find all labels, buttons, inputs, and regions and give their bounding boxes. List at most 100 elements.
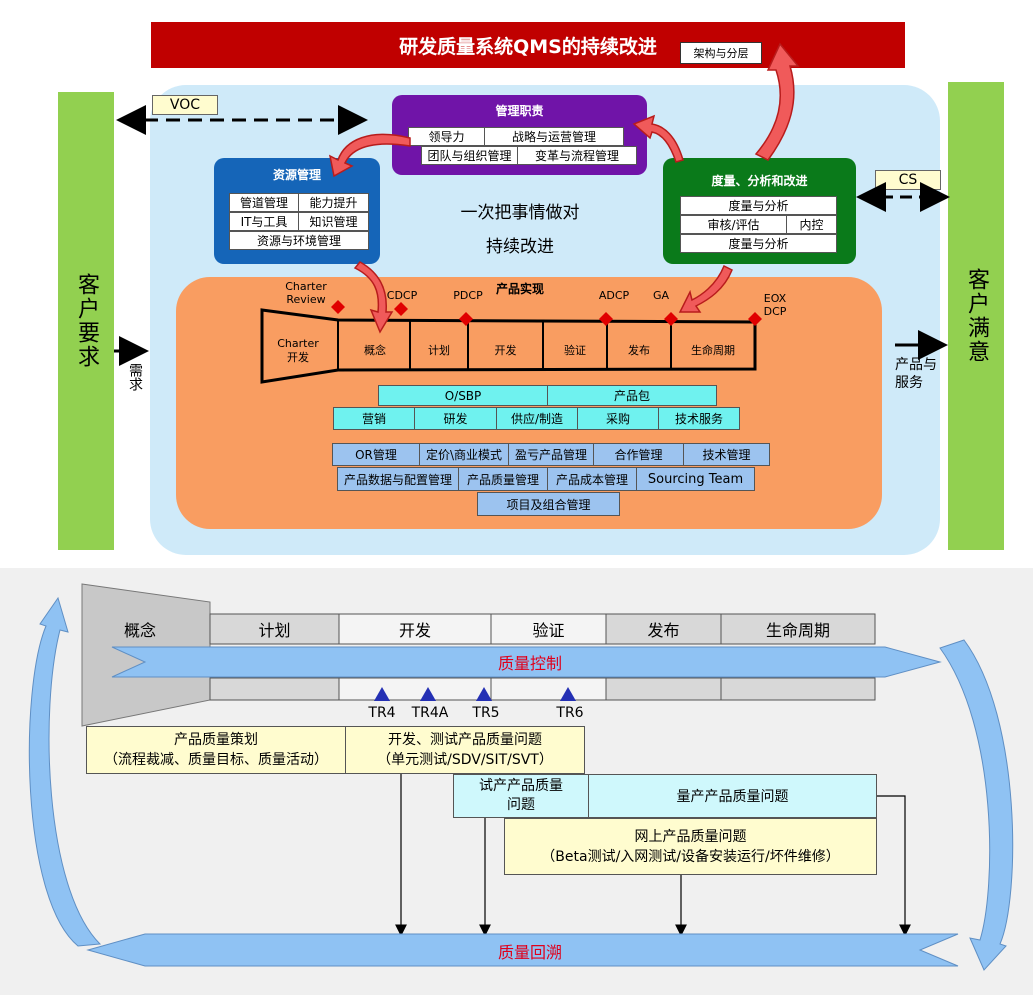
- quality-planning-detail: （流程裁减、质量目标、质量活动）: [104, 752, 328, 768]
- pr-row2-cell: 采购: [577, 407, 659, 430]
- mgmt-title: 管理职责: [495, 103, 544, 118]
- pr-row4-cell: 产品质量管理: [458, 467, 548, 491]
- center-line-1: 一次把事情做对: [460, 202, 580, 223]
- lower-phase-label: 生命周期: [765, 621, 830, 640]
- decision-label: PDCP: [453, 288, 483, 302]
- pr-row1-cell: O/SBP: [378, 385, 548, 406]
- phase-label: Charter 开发: [277, 337, 319, 364]
- decision-label: Charter Review: [285, 280, 327, 306]
- diamond-icon: [599, 312, 613, 326]
- measure-cell: 内控: [786, 215, 837, 234]
- phase-label: 开发: [494, 344, 517, 357]
- diamond-icon: [748, 312, 762, 326]
- product-service-label: 产品与服务: [895, 357, 937, 391]
- customer-requirement-bar: 客户要求: [58, 92, 114, 550]
- mgmt-cell: 领导力: [408, 127, 485, 146]
- trace-back-arrow: [86, 933, 959, 967]
- measure-title: 度量、分析和改进: [711, 173, 808, 188]
- mass-production-box: 量产产品质量问题: [588, 774, 877, 818]
- trial-box: 试产产品质量 问题: [453, 774, 589, 818]
- triangle-icon: [420, 687, 436, 701]
- lower-phase-label: 计划: [258, 621, 291, 640]
- quality-control-label: 质量控制: [497, 654, 562, 673]
- curved-arrow-icon: [678, 264, 733, 313]
- dev-test-box: 开发、测试产品质量问题 （单元测试/SDV/SIT/SVT）: [345, 726, 585, 774]
- quality-control-arrow: [111, 646, 942, 678]
- curved-arrow-icon: [754, 42, 800, 161]
- decision-label: CDCP: [386, 288, 418, 302]
- tr-label: TR5: [472, 705, 500, 721]
- quality-planning-title: 产品质量策划: [174, 732, 258, 748]
- curved-arrow-icon: [632, 114, 684, 163]
- tr-label: TR4: [368, 705, 396, 721]
- curved-arrow-icon: [328, 133, 411, 178]
- online-detail: （Beta测试/入网测试/设备安装运行/坏件维修）: [541, 848, 840, 865]
- lower-phase-label: 发布: [647, 621, 680, 640]
- dev-test-detail: （单元测试/SDV/SIT/SVT）: [377, 752, 553, 768]
- pr-row4-cell: Sourcing Team: [636, 467, 755, 491]
- resource-cell: 知识管理: [298, 212, 369, 231]
- trial-line-1: 试产产品质量: [479, 778, 563, 794]
- lower-phase-label: 概念: [123, 621, 156, 640]
- product-realization-title: 产品实现: [495, 281, 544, 296]
- decision-label: ADCP: [598, 288, 630, 302]
- triangle-icon: [560, 687, 576, 701]
- decision-label: GA: [652, 288, 670, 302]
- phase-label: 概念: [364, 344, 386, 357]
- tr-label: TR4A: [411, 705, 449, 721]
- measure-cell: 度量与分析: [680, 234, 837, 253]
- diamond-icon: [664, 312, 678, 326]
- resource-cell: 能力提升: [298, 193, 369, 212]
- trial-line-2: 问题: [507, 797, 535, 813]
- phase-label: 验证: [564, 344, 586, 357]
- pr-row5-cell: 项目及组合管理: [477, 492, 620, 516]
- online-title: 网上产品质量问题: [634, 828, 747, 845]
- curved-arrow-icon: [939, 639, 1014, 971]
- triangle-icon: [476, 687, 492, 701]
- online-box: 网上产品质量问题 （Beta测试/入网测试/设备安装运行/坏件维修）: [504, 818, 877, 875]
- phase-label: 发布: [628, 344, 650, 357]
- lower-phase-label: 验证: [532, 621, 565, 640]
- measure-cell: 度量与分析: [680, 196, 837, 215]
- lower-phase-label: 开发: [398, 621, 431, 640]
- dev-test-title: 开发、测试产品质量问题: [388, 732, 542, 748]
- curved-arrow-icon: [28, 596, 102, 947]
- pr-row2-cell: 供应/制造: [496, 407, 578, 430]
- pr-row3-cell: 定价\商业模式: [419, 443, 509, 466]
- mgmt-cell: 变革与流程管理: [517, 146, 637, 165]
- pr-row2-cell: 研发: [414, 407, 497, 430]
- customer-satisfaction-bar: 客户满意: [948, 82, 1004, 550]
- phase-label: 生命周期: [691, 344, 735, 357]
- diamond-icon: [394, 302, 408, 316]
- resource-cell: 管道管理: [229, 193, 299, 212]
- measure-cell: 审核/评估: [680, 215, 787, 234]
- resource-cell: IT与工具: [229, 212, 299, 231]
- trace-back-label: 质量回溯: [497, 943, 562, 962]
- arch-tag: 架构与分层: [680, 42, 762, 64]
- mgmt-cell: 团队与组织管理: [421, 146, 518, 165]
- pr-row2-cell: 技术服务: [658, 407, 740, 430]
- pr-row3-cell: 盈亏产品管理: [508, 443, 594, 466]
- pr-row1-cell: 产品包: [547, 385, 717, 406]
- lower-diagram: [28, 583, 1014, 971]
- pr-row2-cell: 营销: [333, 407, 415, 430]
- diamond-icon: [331, 300, 345, 314]
- tr-label: TR6: [556, 705, 584, 721]
- center-line-2: 持续改进: [486, 236, 554, 257]
- mgmt-cell: 战略与运营管理: [484, 127, 624, 146]
- pr-row4-cell: 产品成本管理: [547, 467, 637, 491]
- pr-row3-cell: 技术管理: [683, 443, 770, 466]
- triangle-icon: [374, 687, 390, 701]
- diamond-icon: [459, 312, 473, 326]
- demand-label: 需求: [127, 363, 143, 391]
- pr-row3-cell: 合作管理: [593, 443, 684, 466]
- phase-label: 计划: [428, 344, 450, 357]
- quality-planning-box: 产品质量策划 （流程裁减、质量目标、质量活动）: [86, 726, 346, 774]
- resource-title: 资源管理: [272, 167, 321, 182]
- phase-funnel: [114, 42, 950, 384]
- curved-arrow-icon: [353, 261, 394, 334]
- resource-cell: 资源与环境管理: [229, 231, 369, 250]
- pr-row4-cell: 产品数据与配置管理: [337, 467, 459, 491]
- decision-label: EOX DCP: [763, 292, 787, 318]
- pr-row3-cell: OR管理: [332, 443, 420, 466]
